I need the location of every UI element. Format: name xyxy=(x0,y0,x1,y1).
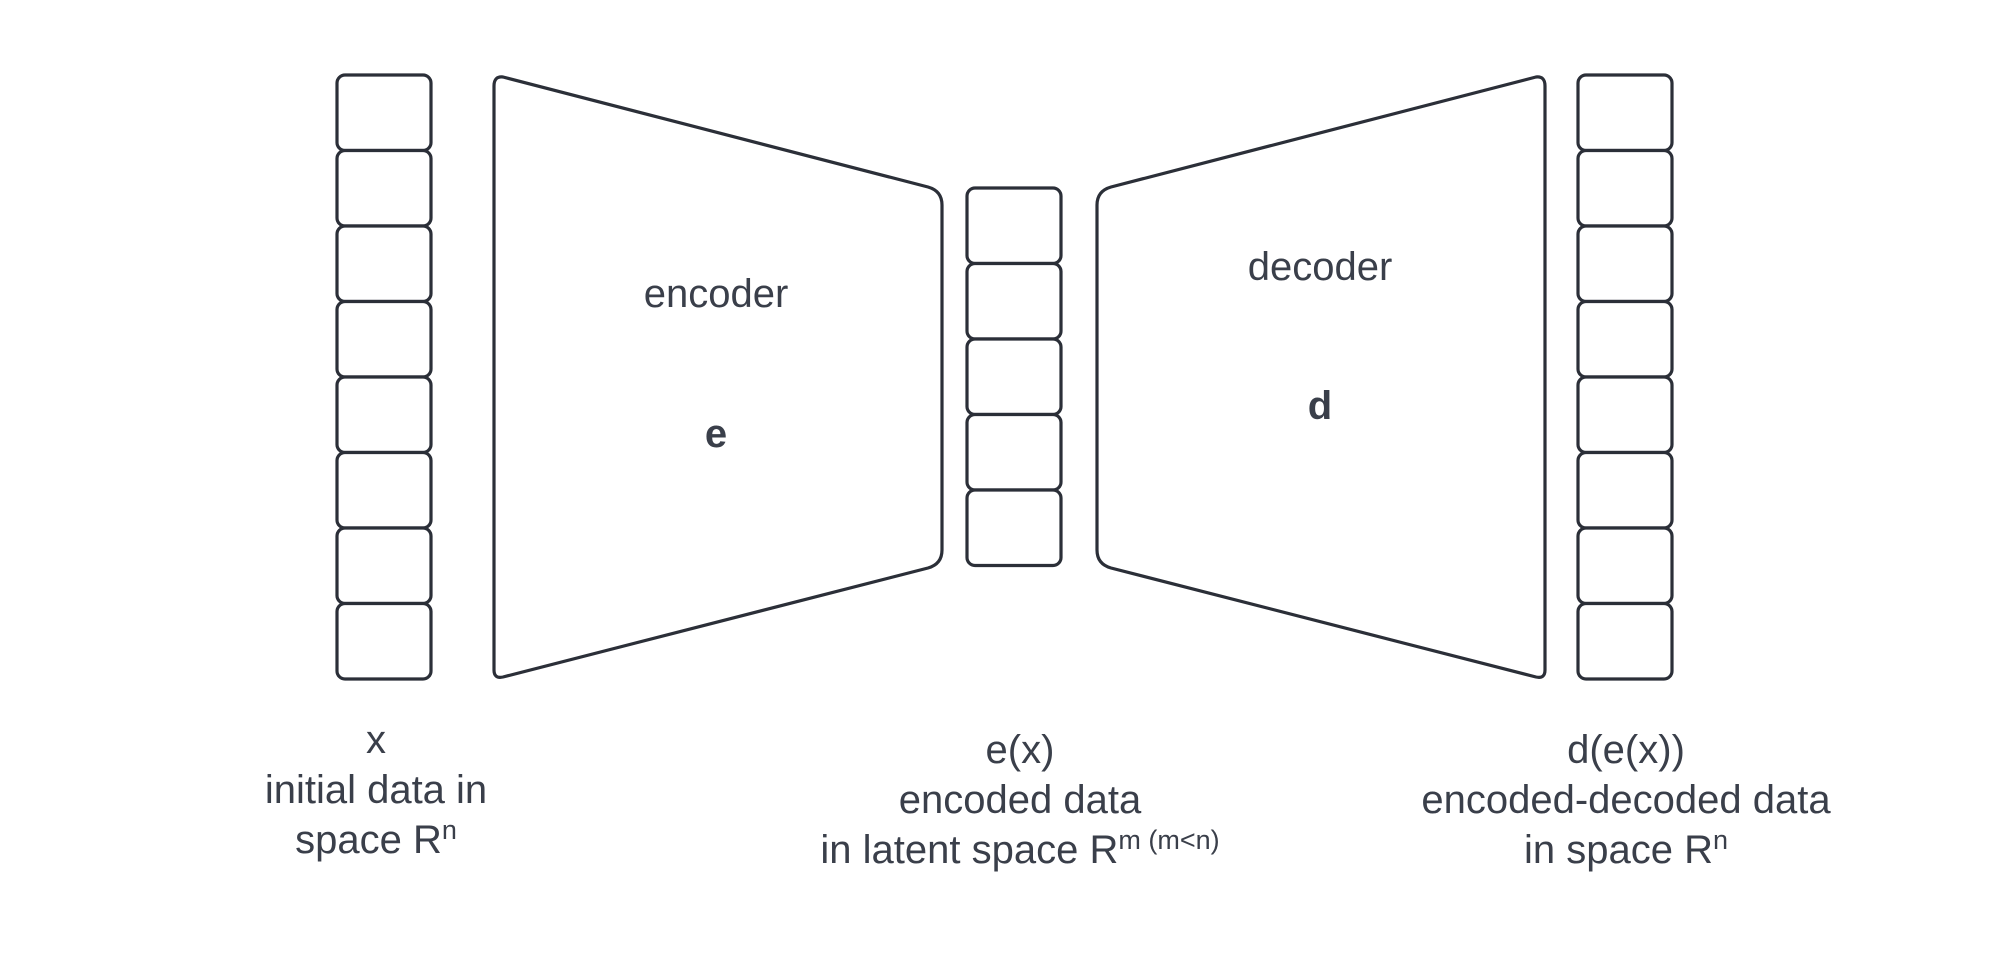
input-symbol: x xyxy=(366,718,386,762)
latent-space-superscript: m (m<n) xyxy=(1118,825,1220,855)
input-vector-cell xyxy=(335,450,433,530)
input-description-line1: initial data in xyxy=(264,768,488,812)
decoder-name: decoder xyxy=(1247,245,1393,289)
output-vector-cell xyxy=(1576,148,1674,228)
output-vector-cell xyxy=(1576,375,1674,455)
input-vector-cell xyxy=(335,601,433,681)
input-vector-cell xyxy=(335,73,433,153)
output-vector-cell xyxy=(1576,73,1674,153)
output-vector-cell xyxy=(1576,224,1674,304)
latent-vector-cell xyxy=(965,488,1063,568)
encoder-symbol: e xyxy=(704,412,728,456)
output-description-line2: in space Rn xyxy=(1523,825,1728,873)
latent-caption: e(x) encoded data in latent space Rm (m<… xyxy=(770,725,1270,875)
decoder-symbol: d xyxy=(1307,384,1333,428)
input-description-line2: space Rn xyxy=(295,815,457,863)
output-vector xyxy=(1576,73,1674,681)
latent-vector-cell xyxy=(965,261,1063,341)
decoder-trapezoid xyxy=(1095,75,1547,679)
output-symbol: d(e(x)) xyxy=(1567,728,1685,772)
latent-vector xyxy=(965,186,1063,568)
latent-vector-cell xyxy=(965,337,1063,417)
latent-symbol: e(x) xyxy=(985,728,1055,772)
output-vector-cell xyxy=(1576,601,1674,681)
latent-vector-cell xyxy=(965,412,1063,492)
latent-vector-cell xyxy=(965,186,1063,266)
output-vector-cell xyxy=(1576,299,1674,379)
input-vector xyxy=(335,73,433,681)
output-vector-cell xyxy=(1576,450,1674,530)
encoder-name: encoder xyxy=(643,272,789,316)
latent-description-line1: encoded data xyxy=(898,778,1142,822)
input-caption: x initial data in space Rn xyxy=(226,715,526,865)
input-vector-cell xyxy=(335,224,433,304)
output-space-superscript: n xyxy=(1712,825,1728,855)
output-description-line1: encoded-decoded data xyxy=(1421,778,1831,822)
output-vector-cell xyxy=(1576,526,1674,606)
encoder-trapezoid xyxy=(492,75,944,679)
input-vector-cell xyxy=(335,299,433,379)
latent-description-line2: in latent space Rm (m<n) xyxy=(820,825,1220,873)
input-vector-cell xyxy=(335,375,433,455)
input-vector-cell xyxy=(335,148,433,228)
input-space-superscript: n xyxy=(441,815,457,845)
input-vector-cell xyxy=(335,526,433,606)
output-caption: d(e(x)) encoded-decoded data in space Rn xyxy=(1376,725,1876,875)
